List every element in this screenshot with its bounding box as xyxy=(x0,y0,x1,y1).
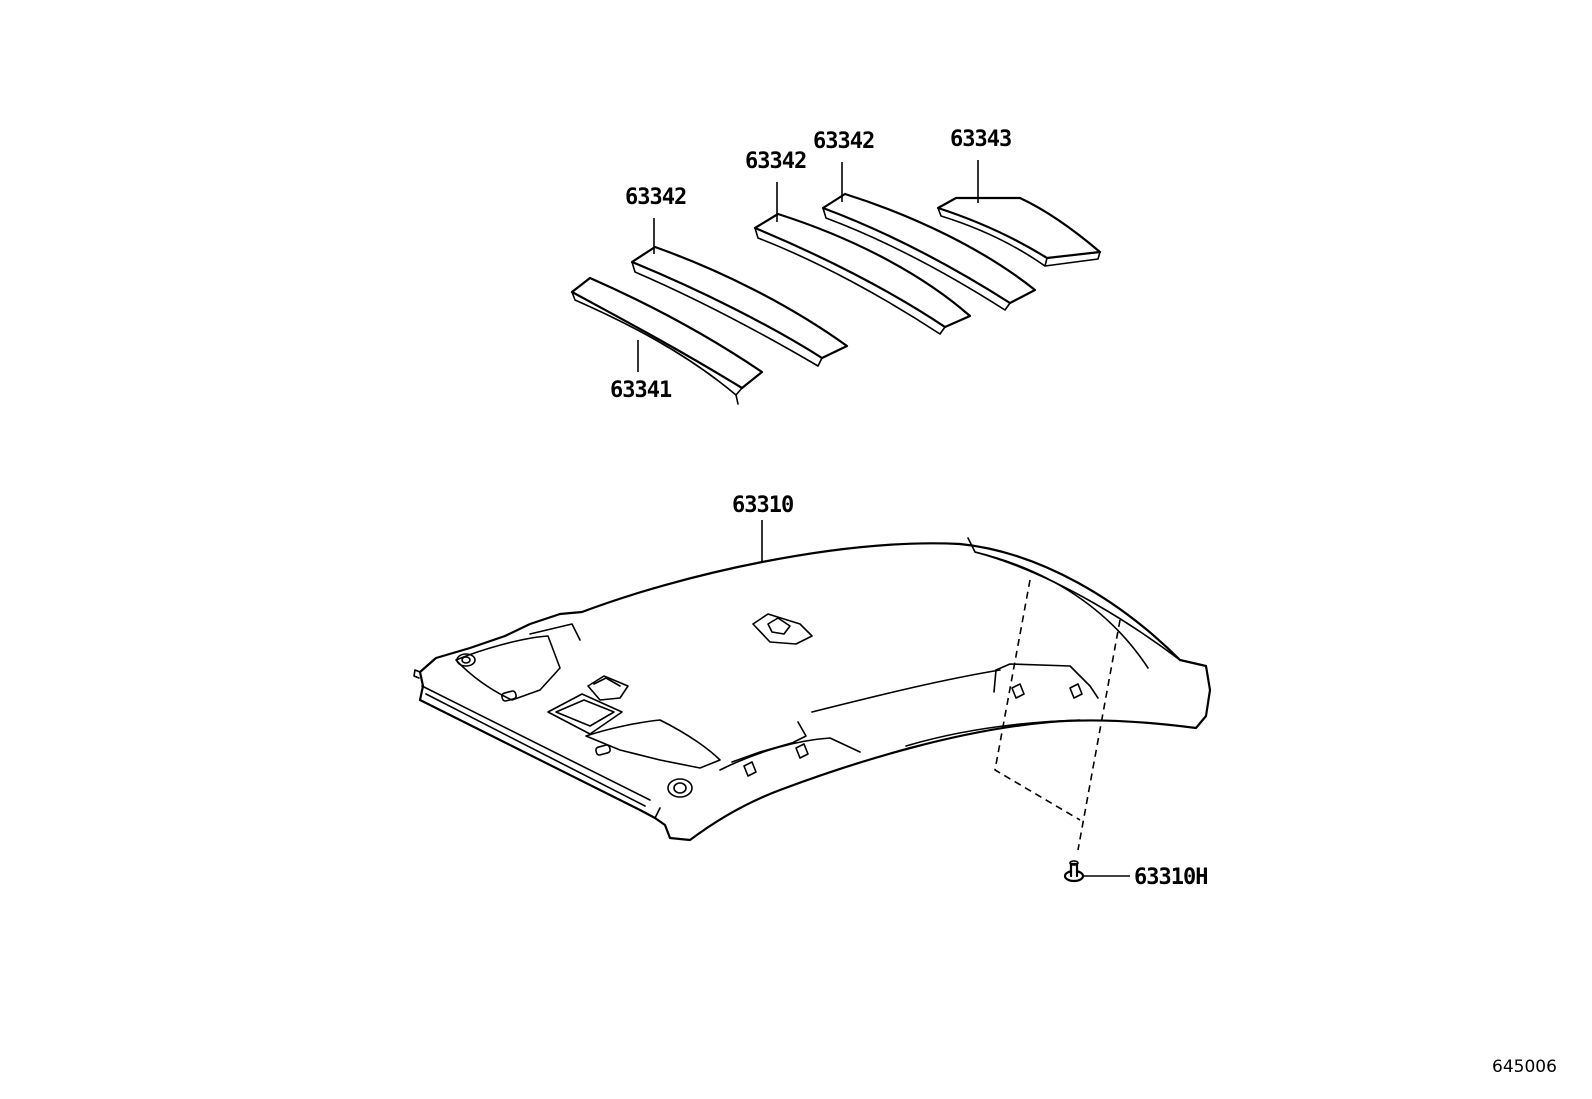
catalog-number: 645006 xyxy=(1492,1057,1557,1077)
silencer-pad-63342-right[interactable] xyxy=(821,192,1037,311)
callout-63342-left: 63342 xyxy=(625,185,686,210)
clip-63310H[interactable] xyxy=(1063,860,1085,883)
silencer-pad-63343[interactable] xyxy=(936,196,1102,267)
callout-63342-right: 63342 xyxy=(813,129,874,154)
silencer-pad-63341[interactable] xyxy=(570,276,764,405)
installation-guide-lines xyxy=(994,579,1121,851)
callout-63310H: 63310H xyxy=(1134,865,1207,890)
callout-63341: 63341 xyxy=(610,378,672,403)
leader-lines xyxy=(637,160,1130,877)
callout-63310: 63310 xyxy=(732,493,793,518)
silencer-pad-63342-left[interactable] xyxy=(630,245,849,367)
roof-headlining-63310[interactable] xyxy=(413,537,1212,842)
callout-63343: 63343 xyxy=(950,127,1011,152)
silencer-pad-63342-middle[interactable] xyxy=(753,212,972,335)
callout-63342-middle: 63342 xyxy=(745,149,806,174)
